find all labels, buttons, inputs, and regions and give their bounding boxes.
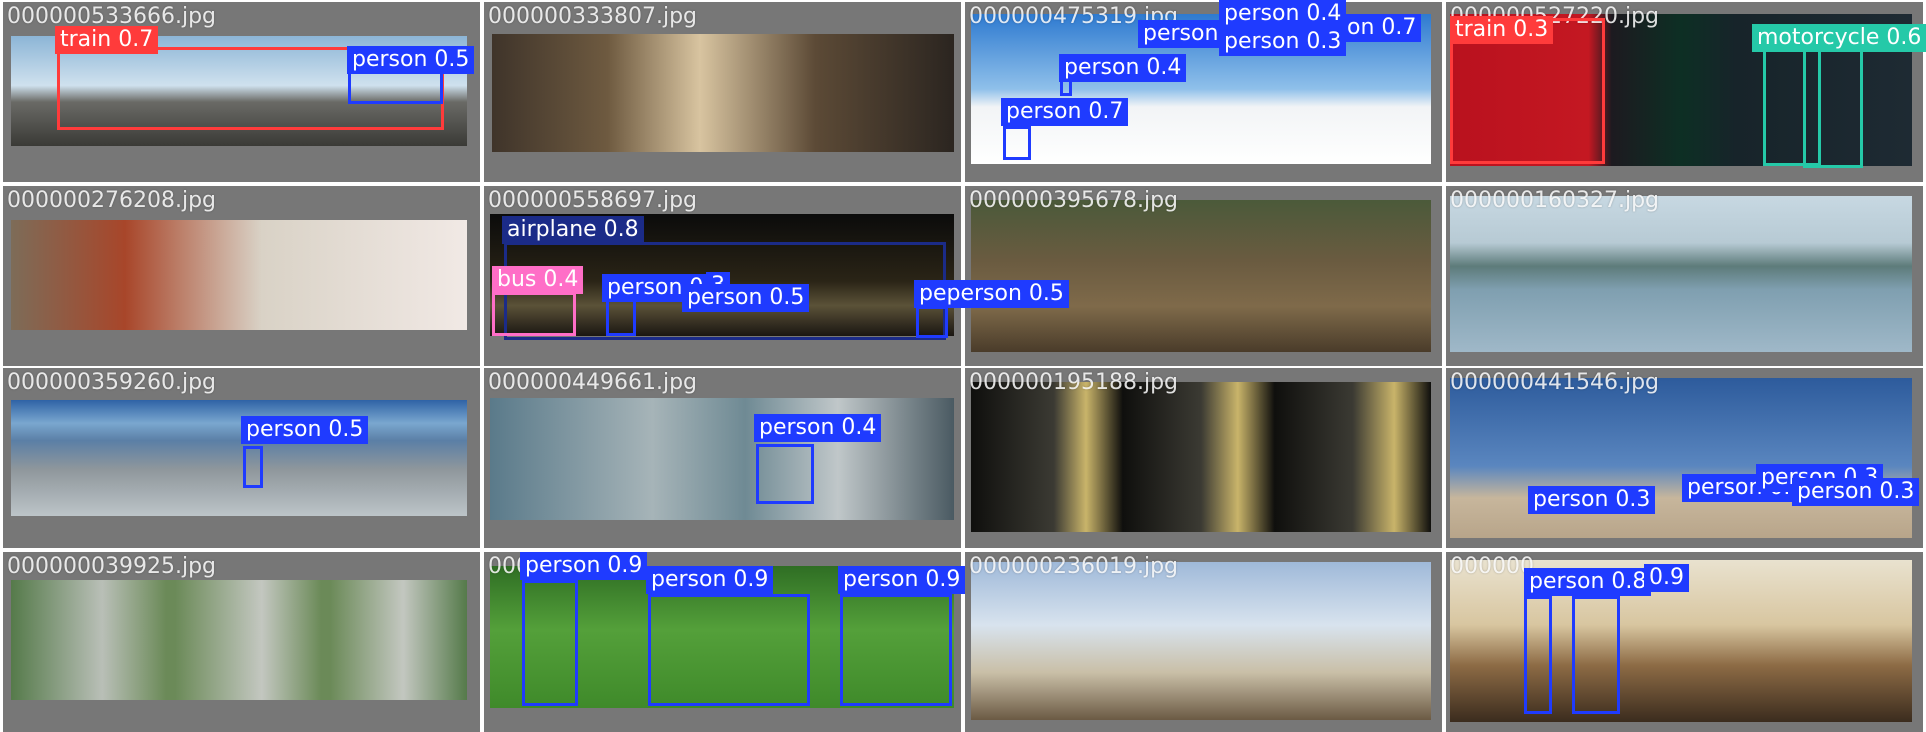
bbox-person — [840, 594, 952, 706]
detection-label: motorcycle 0.6 — [1752, 24, 1926, 52]
tile-449661: 000000449661.jpg person 0.4 — [484, 368, 961, 548]
detection-label: person 0.9 — [838, 566, 966, 594]
filename-label: 000000039925.jpg — [7, 554, 216, 579]
tile-475319: 000000475319.jpg person 0.4 person 0.3 p… — [965, 0, 1442, 182]
image-thumbnail — [490, 398, 954, 520]
bbox-person — [1524, 596, 1552, 714]
tile-276208: 000000276208.jpg — [3, 186, 480, 366]
image-thumbnail — [971, 562, 1431, 720]
tile-533666: 000000533666.jpg train 0.7 person 0.5 — [3, 2, 480, 182]
image-thumbnail — [1450, 378, 1912, 538]
image-thumbnail — [11, 580, 467, 700]
detection-label: 0.9 — [1644, 564, 1689, 592]
detection-label: person 0.4 — [1059, 54, 1187, 82]
detection-label: airplane 0.8 — [502, 216, 644, 244]
tile-surfers: 000000 person 0.8 0.9 — [1446, 552, 1923, 732]
bbox-person — [916, 306, 948, 338]
detection-label: person 0.3 — [1219, 28, 1347, 56]
detection-label: person 0.5 — [241, 416, 369, 444]
tile-333807: 000000333807.jpg — [484, 2, 961, 182]
image-thumbnail — [971, 200, 1431, 352]
tile-527220: 000000527220.jpg train 0.3 motorcycle 0.… — [1446, 2, 1926, 182]
filename-label: 000000333807.jpg — [488, 4, 697, 29]
detection-label: person 0.9 — [520, 552, 648, 580]
tile-039925: 000000039925.jpg — [3, 552, 480, 732]
detection-label: train 0.7 — [55, 26, 159, 54]
detection-label: person — [1138, 20, 1224, 48]
bbox-person — [1003, 126, 1031, 160]
filename-label: 000000195188.jpg — [969, 370, 1178, 395]
bbox-person — [243, 446, 263, 488]
detection-label: person 0.4 — [1219, 0, 1347, 28]
tile-359260: 000000359260.jpg person 0.5 — [3, 368, 480, 548]
filename-label: 000000558697.jpg — [488, 188, 697, 213]
detection-label: person 0.3 — [1792, 478, 1920, 506]
filename-label: 000000449661.jpg — [488, 370, 697, 395]
detection-label: person 0.5 — [682, 284, 810, 312]
tile-frisbee: 000000 person 0.9 person 0.9 person 0.9 — [484, 552, 966, 732]
filename-label: 000000276208.jpg — [7, 188, 216, 213]
detection-label: person 0.3 — [1528, 486, 1656, 514]
detection-label: person 0.9 — [646, 566, 774, 594]
detection-label: bus 0.4 — [492, 266, 584, 294]
detection-label: train 0.3 — [1450, 16, 1554, 44]
detection-label: person 0.5 — [347, 46, 475, 74]
tile-558697: 000000558697.jpg airplane 0.8 bus 0.4 pe… — [484, 186, 1069, 366]
image-thumbnail — [971, 382, 1431, 532]
filename-label: 000000359260.jpg — [7, 370, 216, 395]
bbox-person — [756, 444, 814, 504]
bbox-bus — [492, 292, 576, 336]
filename-label: 000000 — [1450, 554, 1534, 579]
image-thumbnail — [1450, 196, 1912, 352]
bbox-person — [522, 580, 578, 706]
detection-label: peperson 0.5 — [914, 280, 1069, 308]
filename-label: 000000236019.jpg — [969, 554, 1178, 579]
filename-label: 000000533666.jpg — [7, 4, 216, 29]
filename-label: 000000160327.jpg — [1450, 188, 1659, 213]
detection-label: person 0.7 — [1001, 98, 1129, 126]
tile-441546: 000000441546.jpg person 0.3 person 0.3 p… — [1446, 368, 1923, 548]
detection-label: person 0.4 — [754, 414, 882, 442]
image-thumbnail — [492, 34, 954, 152]
bbox-motorcycle — [1803, 46, 1863, 168]
bbox-person — [606, 298, 636, 336]
bbox-person — [648, 594, 810, 706]
bbox-person — [1572, 596, 1620, 714]
tile-236019: 000000236019.jpg — [965, 552, 1442, 732]
image-thumbnail — [11, 400, 467, 516]
tile-395678: 000000395678.jpg — [965, 186, 1442, 366]
detection-label: on 0.7 — [1342, 14, 1422, 42]
detection-label: person 0.8 — [1524, 568, 1652, 596]
filename-label: 000000395678.jpg — [969, 188, 1178, 213]
tile-160327: 000000160327.jpg — [1446, 186, 1923, 366]
filename-label: 000000441546.jpg — [1450, 370, 1659, 395]
image-thumbnail — [11, 220, 467, 330]
tile-195188: 000000195188.jpg — [965, 368, 1442, 548]
